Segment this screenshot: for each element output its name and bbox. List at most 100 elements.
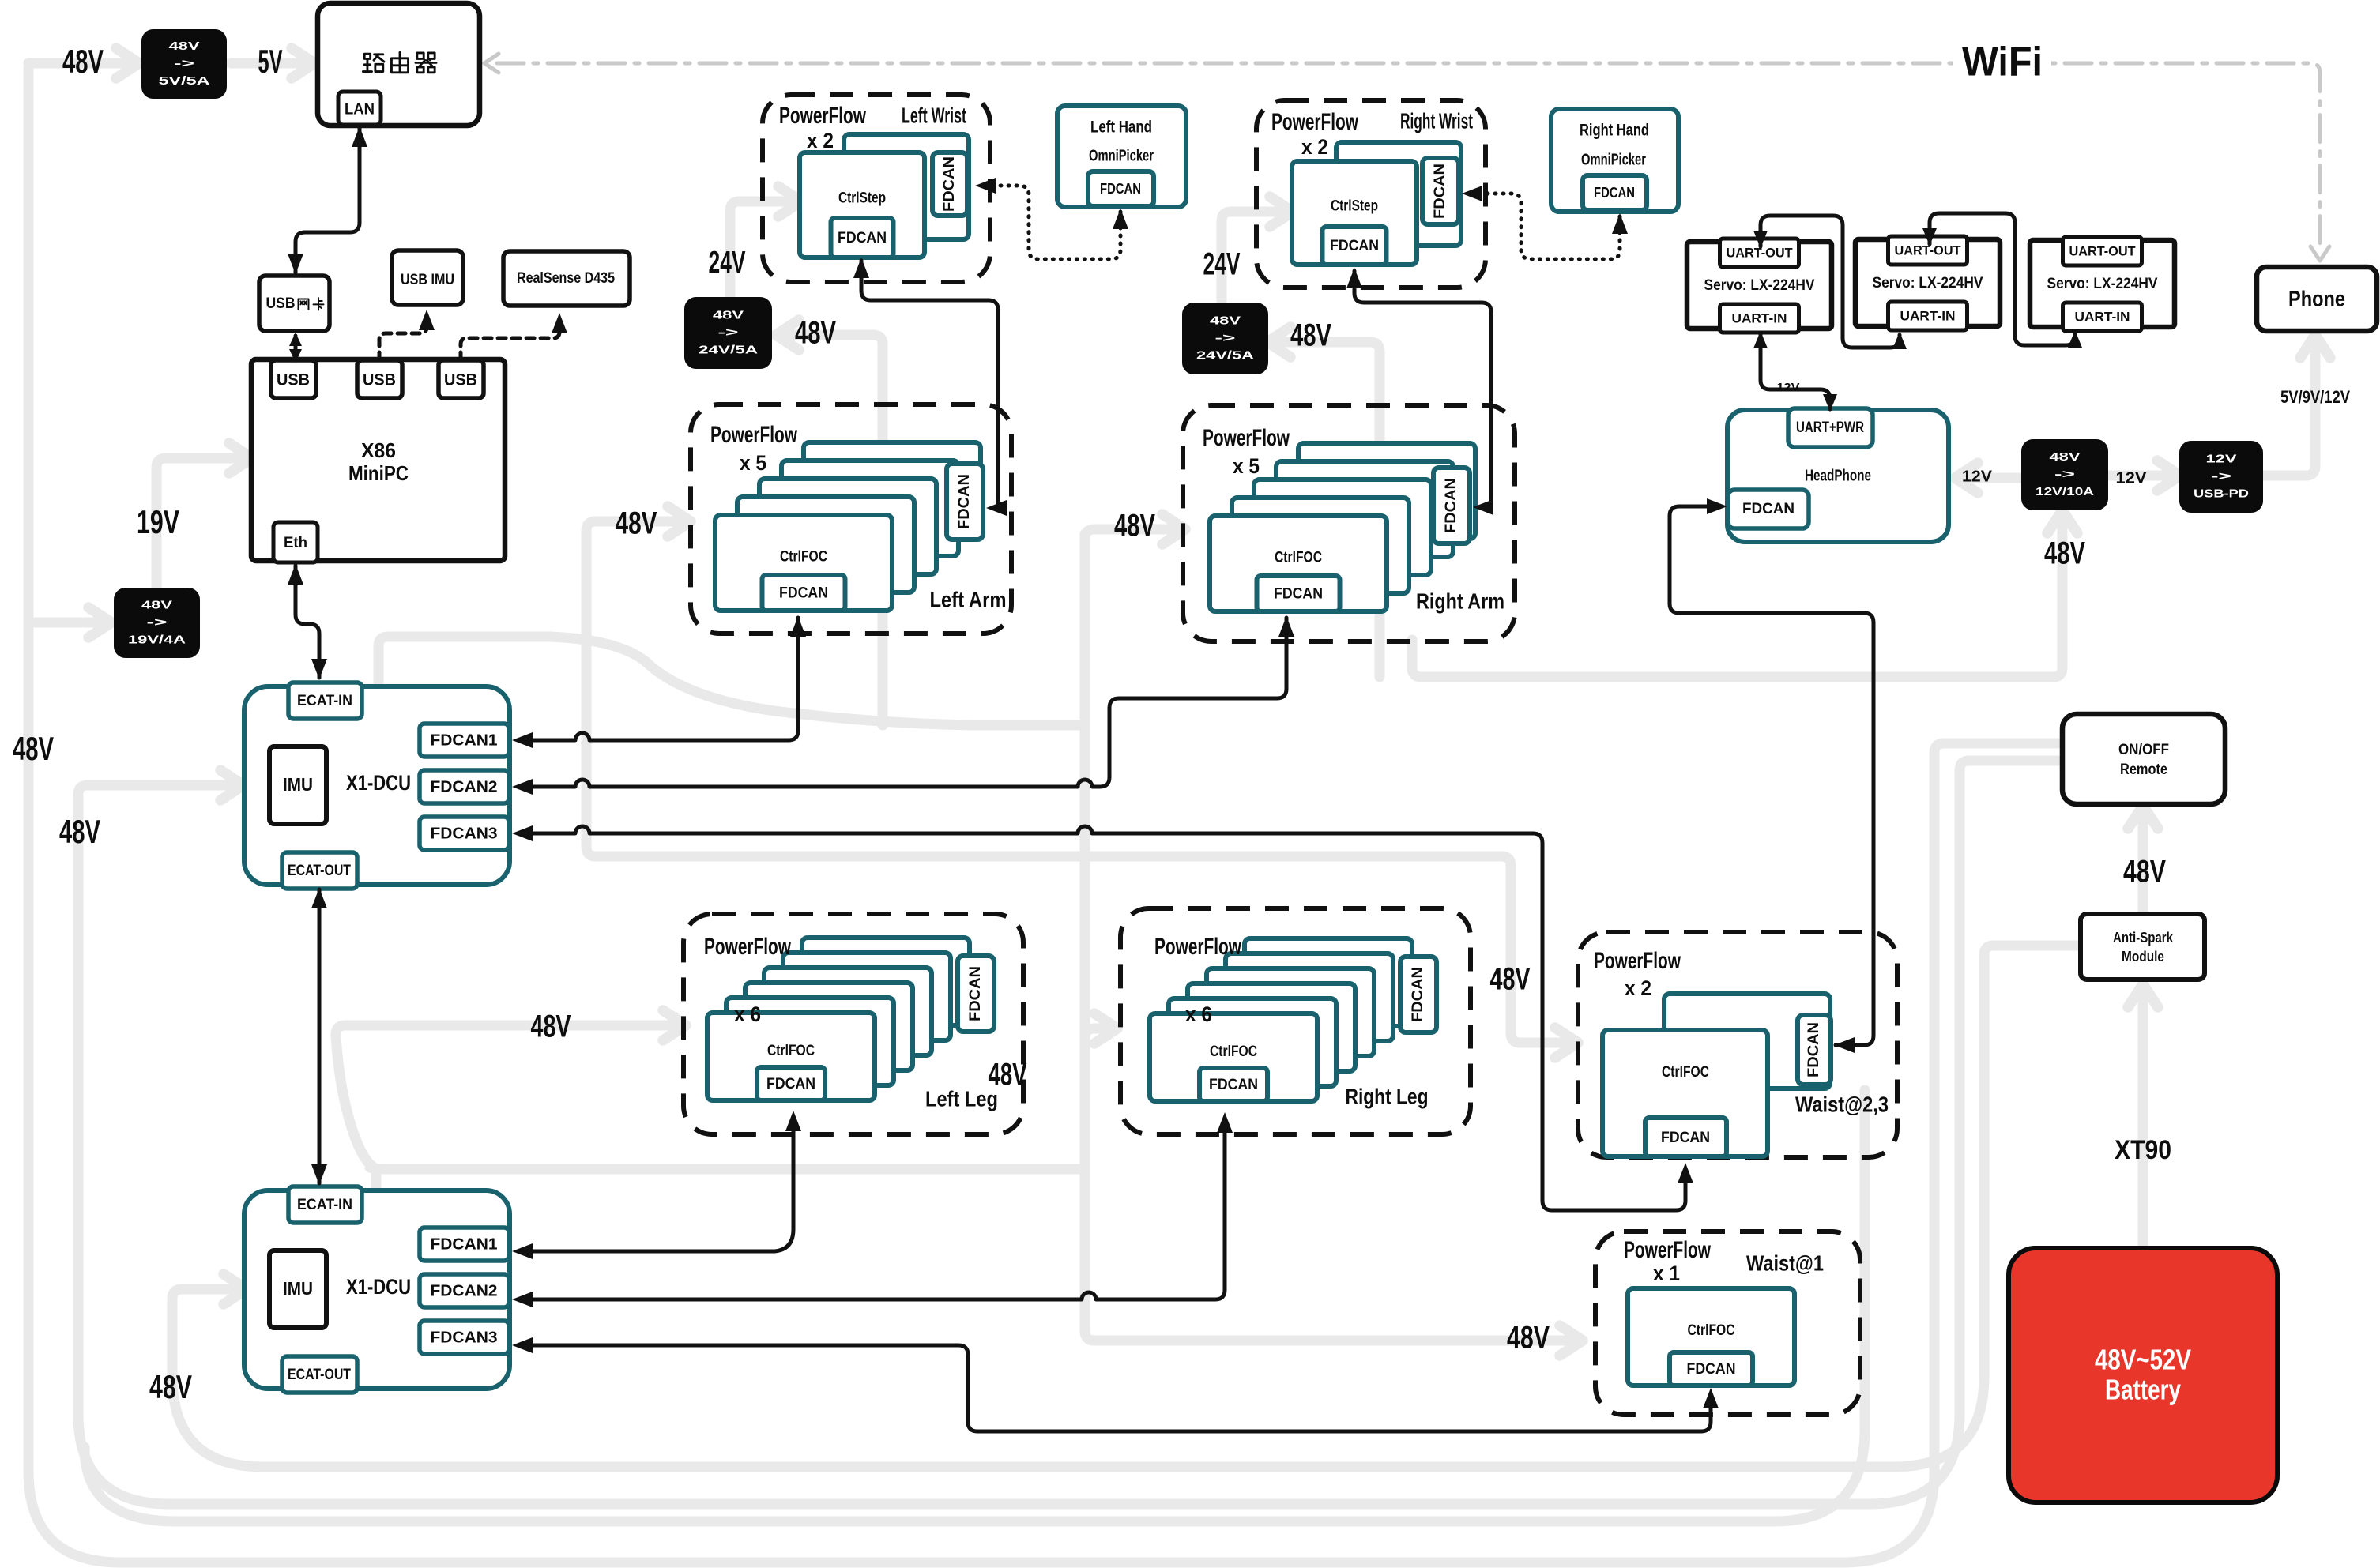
svg-text:Servo: LX-224HV: Servo: LX-224HV <box>1704 277 1815 294</box>
svg-text:48V: 48V <box>795 316 836 351</box>
svg-text:48V: 48V <box>149 1368 192 1405</box>
svg-text:->: -> <box>2211 469 2231 483</box>
svg-text:48V: 48V <box>1507 1321 1550 1356</box>
svg-text:x 1: x 1 <box>1653 1262 1680 1285</box>
svg-text:Left Wrist: Left Wrist <box>902 103 966 127</box>
svg-text:FDCAN: FDCAN <box>1209 1077 1258 1093</box>
svg-text:USB-PD: USB-PD <box>2194 487 2249 500</box>
svg-text:FDCAN: FDCAN <box>1330 238 1379 254</box>
svg-text:FDCAN: FDCAN <box>779 585 828 602</box>
svg-text:FDCAN: FDCAN <box>1432 164 1448 219</box>
svg-text:48V: 48V <box>169 39 200 53</box>
svg-text:48V: 48V <box>141 598 172 611</box>
svg-text:48V: 48V <box>531 1010 571 1044</box>
svg-text:x 2: x 2 <box>1625 976 1651 1000</box>
svg-text:48V: 48V <box>1290 318 1331 353</box>
svg-text:UART+PWR: UART+PWR <box>1796 419 1864 436</box>
svg-text:->: -> <box>718 325 739 339</box>
svg-text:FDCAN1: FDCAN1 <box>431 731 498 749</box>
svg-text:UART-IN: UART-IN <box>1900 308 1956 323</box>
svg-text:ECAT-IN: ECAT-IN <box>297 1197 352 1213</box>
svg-text:48V: 48V <box>1490 962 1531 997</box>
svg-text:48V: 48V <box>13 730 54 767</box>
svg-text:FDCAN2: FDCAN2 <box>431 778 498 795</box>
svg-text:Remote: Remote <box>2120 761 2167 778</box>
svg-text:CtrlFOC: CtrlFOC <box>1662 1064 1709 1081</box>
svg-text:48V: 48V <box>1114 509 1155 543</box>
svg-text:CtrlFOC: CtrlFOC <box>767 1043 815 1059</box>
svg-text:CtrlFOC: CtrlFOC <box>1210 1043 1257 1060</box>
svg-text:FDCAN: FDCAN <box>1274 586 1323 603</box>
svg-text:UART-IN: UART-IN <box>1732 310 1787 325</box>
svg-text:IMU: IMU <box>283 774 313 795</box>
svg-text:Left Hand: Left Hand <box>1090 118 1152 137</box>
svg-text:RealSense D435: RealSense D435 <box>517 270 615 287</box>
svg-text:FDCAN: FDCAN <box>766 1076 815 1092</box>
svg-text:24V: 24V <box>709 246 746 280</box>
svg-text:XT90: XT90 <box>2115 1135 2171 1165</box>
svg-text:CtrlStep: CtrlStep <box>838 190 886 207</box>
svg-text:Anti-Spark: Anti-Spark <box>2113 930 2174 946</box>
svg-text:ECAT-OUT: ECAT-OUT <box>288 863 351 879</box>
svg-text:x 5: x 5 <box>1233 454 1260 478</box>
svg-text:OmniPicker: OmniPicker <box>1581 151 1646 168</box>
svg-text:FDCAN: FDCAN <box>1594 185 1635 201</box>
svg-text:FDCAN: FDCAN <box>1806 1022 1822 1077</box>
svg-text:UART-OUT: UART-OUT <box>1727 245 1794 260</box>
svg-text:24V/5A: 24V/5A <box>1196 348 1254 362</box>
svg-text:Left Arm: Left Arm <box>930 587 1007 611</box>
svg-text:12V: 12V <box>1962 468 1993 485</box>
svg-text:UART-OUT: UART-OUT <box>1895 243 1962 258</box>
svg-text:X86: X86 <box>361 438 396 462</box>
svg-text:48V: 48V <box>2050 450 2081 464</box>
svg-text:Right Wrist: Right Wrist <box>1400 108 1473 133</box>
svg-text:USB: USB <box>363 371 396 389</box>
svg-text:48V: 48V <box>616 506 657 541</box>
svg-text:FDCAN: FDCAN <box>1742 501 1794 517</box>
svg-text:Battery: Battery <box>2105 1374 2181 1406</box>
svg-text:FDCAN: FDCAN <box>838 230 887 246</box>
svg-text:Right Hand: Right Hand <box>1580 122 1649 140</box>
svg-text:PowerFlow: PowerFlow <box>1594 948 1681 974</box>
svg-text:UART-IN: UART-IN <box>2075 309 2130 324</box>
svg-text:X1-DCU: X1-DCU <box>346 771 411 795</box>
svg-text:FDCAN: FDCAN <box>1443 478 1459 533</box>
svg-text:MiniPC: MiniPC <box>348 461 409 485</box>
svg-text:USB: USB <box>266 295 296 312</box>
svg-text:PowerFlow: PowerFlow <box>1271 109 1358 135</box>
svg-text:IMU: IMU <box>283 1278 313 1299</box>
svg-text:Right Arm: Right Arm <box>1416 588 1504 613</box>
svg-text:FDCAN: FDCAN <box>941 156 958 212</box>
svg-text:12V: 12V <box>2116 469 2148 487</box>
svg-text:FDCAN3: FDCAN3 <box>431 825 498 842</box>
svg-text:->: -> <box>2054 468 2075 481</box>
svg-text:FDCAN: FDCAN <box>1661 1130 1710 1146</box>
svg-text:Servo: LX-224HV: Servo: LX-224HV <box>2047 276 2158 292</box>
svg-text:Module: Module <box>2122 949 2164 964</box>
svg-text:Eth: Eth <box>284 535 307 551</box>
svg-text:UART-OUT: UART-OUT <box>2069 243 2137 258</box>
svg-text:24V: 24V <box>1203 247 1241 282</box>
svg-text:->: -> <box>174 57 194 70</box>
svg-text:12V: 12V <box>2206 452 2237 465</box>
svg-text:FDCAN3: FDCAN3 <box>431 1329 498 1346</box>
svg-text:PowerFlow: PowerFlow <box>1154 934 1241 960</box>
svg-text:ECAT-OUT: ECAT-OUT <box>288 1367 351 1383</box>
svg-text:48V: 48V <box>989 1058 1027 1092</box>
svg-text:19V: 19V <box>137 503 179 540</box>
svg-text:FDCAN: FDCAN <box>967 966 984 1021</box>
svg-text:48V: 48V <box>2044 536 2085 571</box>
svg-text:48V~52V: 48V~52V <box>2095 1344 2191 1376</box>
svg-text:FDCAN1: FDCAN1 <box>431 1235 498 1253</box>
svg-text:5V/9V/12V: 5V/9V/12V <box>2280 387 2350 407</box>
svg-text:->: -> <box>1215 331 1236 344</box>
svg-text:48V: 48V <box>59 813 100 850</box>
svg-text:CtrlFOC: CtrlFOC <box>1688 1322 1735 1339</box>
svg-text:PowerFlow: PowerFlow <box>779 103 866 129</box>
svg-text:24V/5A: 24V/5A <box>699 343 758 356</box>
svg-text:FDCAN: FDCAN <box>1100 181 1141 197</box>
svg-text:5V/5A: 5V/5A <box>159 74 210 88</box>
svg-text:USB: USB <box>277 371 310 389</box>
svg-text:CtrlFOC: CtrlFOC <box>1275 549 1322 566</box>
svg-text:->: -> <box>147 615 168 629</box>
